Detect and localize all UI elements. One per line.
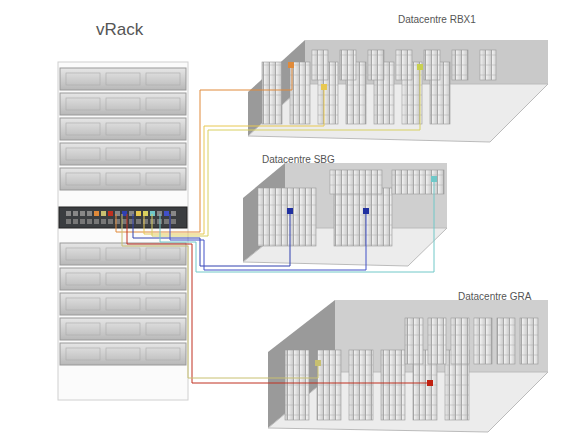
server-bay [106, 148, 140, 160]
server-bay [66, 98, 100, 110]
server-bay [66, 248, 100, 260]
server-unit [60, 318, 186, 340]
server-bay [146, 323, 180, 335]
datacentre-name: Datacentre SBG [262, 154, 335, 165]
server-bay [66, 173, 100, 185]
rack-title: vRack [96, 20, 143, 40]
switch-port [136, 219, 141, 224]
network-links [116, 62, 437, 386]
server-bay [106, 73, 140, 85]
server-cabinet [405, 318, 423, 364]
server-cabinet [396, 50, 412, 80]
server-cabinet [312, 50, 328, 80]
switch-port [101, 219, 106, 224]
server-unit [60, 268, 186, 290]
server-cabinet [334, 188, 392, 246]
switch-port [122, 219, 127, 224]
datacentre-building [243, 163, 447, 266]
server-bay [66, 348, 100, 360]
server-cabinet [349, 350, 373, 420]
server-bay [146, 148, 180, 160]
rack-frame [58, 62, 188, 400]
server-cabinet [290, 62, 310, 124]
server-cabinet [392, 170, 444, 194]
switch-port [87, 211, 92, 216]
server-cabinet [330, 170, 382, 194]
server-unit [60, 68, 186, 90]
server-bay [146, 273, 180, 285]
server-bay [146, 173, 180, 185]
server-bay [146, 98, 180, 110]
switch-port [136, 211, 141, 216]
server-cabinet [285, 350, 309, 420]
datacentre-building [268, 300, 548, 432]
servers [60, 68, 186, 365]
server-bay [106, 323, 140, 335]
switch-port [122, 211, 127, 216]
server-cabinet [480, 50, 496, 80]
server-unit [60, 343, 186, 365]
server-bay [66, 273, 100, 285]
server-cabinet [520, 318, 538, 364]
server-cabinet [340, 50, 356, 80]
server-unit [60, 143, 186, 165]
switch [59, 207, 187, 228]
server-bay [106, 348, 140, 360]
server-bay [106, 173, 140, 185]
server-bay [66, 148, 100, 160]
switch-port [94, 211, 99, 216]
server-cabinet [262, 62, 282, 124]
server-cabinet [381, 350, 405, 420]
server-bay [146, 248, 180, 260]
switch-port [94, 219, 99, 224]
server-bay [106, 98, 140, 110]
switch-port [164, 211, 169, 216]
switch-port [73, 219, 78, 224]
datacentre-name: Datacentre GRA [458, 291, 531, 302]
switch-port [80, 211, 85, 216]
server-bay [106, 248, 140, 260]
server-unit [60, 168, 186, 190]
switch-port [66, 219, 71, 224]
server-cabinet [424, 50, 440, 80]
server-cabinet [451, 318, 469, 364]
switch-port [108, 219, 113, 224]
switch-port [101, 211, 106, 216]
switch-port [80, 219, 85, 224]
server-bay [106, 123, 140, 135]
switch-port [66, 211, 71, 216]
datacentre-name: Datacentre RBX1 [398, 14, 476, 25]
server-cabinet [368, 50, 384, 80]
server-bay [66, 73, 100, 85]
switch-port [164, 219, 169, 224]
server-bay [146, 348, 180, 360]
switch-port [87, 219, 92, 224]
server-bay [106, 273, 140, 285]
server-unit [60, 93, 186, 115]
server-cabinet [497, 318, 515, 364]
server-cabinet [452, 50, 468, 80]
server-cabinet [428, 318, 446, 364]
switch-port [73, 211, 78, 216]
switch-port [171, 211, 176, 216]
server-bay [66, 298, 100, 310]
switch-port [108, 211, 113, 216]
server-unit [60, 118, 186, 140]
server-cabinet [258, 188, 316, 246]
server-bay [146, 123, 180, 135]
server-bay [66, 323, 100, 335]
server-bay [146, 73, 180, 85]
server-bay [106, 298, 140, 310]
datacentre-building [248, 40, 548, 142]
server-unit [60, 293, 186, 315]
server-bay [66, 123, 100, 135]
switch-port [171, 219, 176, 224]
server-bay [146, 298, 180, 310]
server-cabinet [474, 318, 492, 364]
